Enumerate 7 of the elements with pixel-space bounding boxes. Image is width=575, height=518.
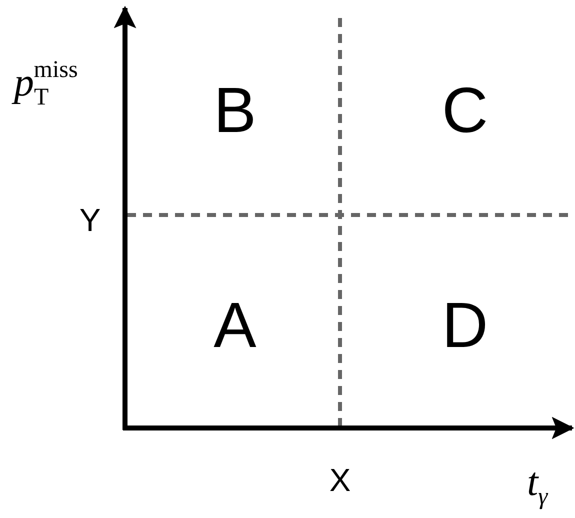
region-label: D	[442, 293, 488, 357]
region-label: A	[214, 293, 256, 357]
tick-label: Y	[79, 204, 101, 236]
region-label: B	[214, 78, 256, 142]
tick-label: X	[329, 464, 351, 496]
region-label: C	[442, 78, 488, 142]
axis-label: t$_{γ}$	[527, 462, 548, 509]
